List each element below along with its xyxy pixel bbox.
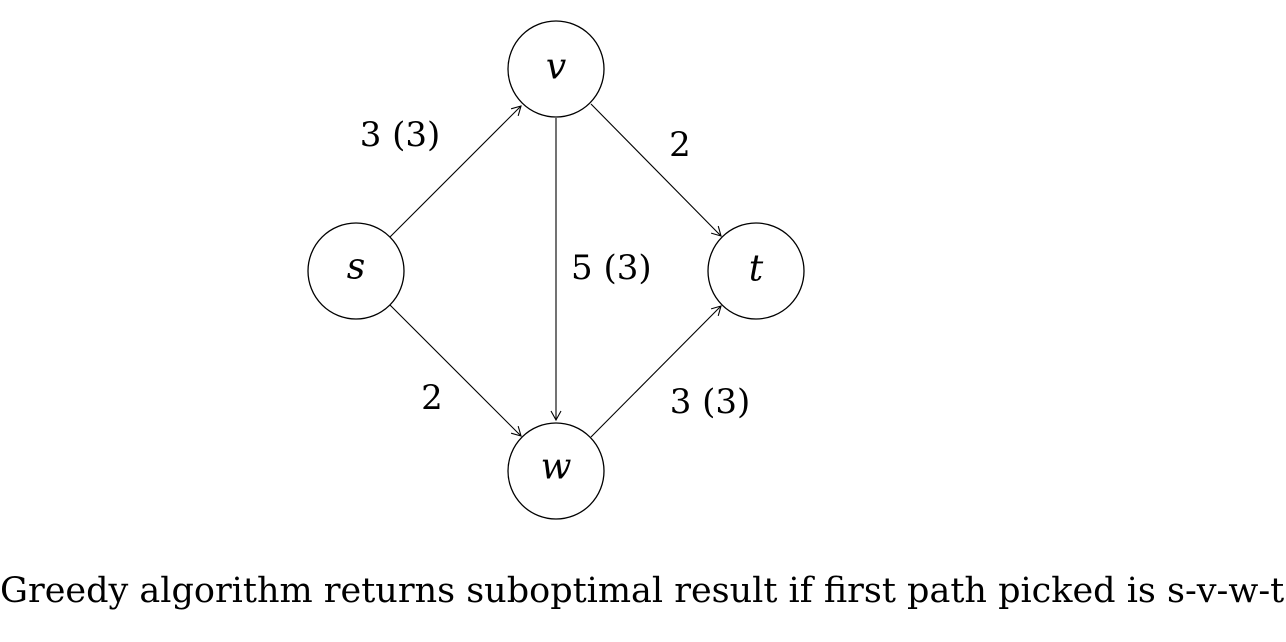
- node-v: v: [507, 20, 605, 118]
- edge-label-v-w: 5 (3): [571, 248, 652, 288]
- edge-s-w: [389, 304, 522, 437]
- node-t: t: [707, 222, 805, 320]
- edge-label-v-t: 2: [669, 125, 691, 165]
- node-w-circle: [507, 422, 605, 520]
- node-t-circle: [707, 222, 805, 320]
- edge-label-s-v: 3 (3): [360, 115, 441, 155]
- figure-caption: Greedy algorithm returns suboptimal resu…: [0, 571, 1286, 611]
- node-v-label: v: [546, 47, 566, 88]
- node-v-circle: [507, 20, 605, 118]
- node-t-label: t: [749, 249, 764, 290]
- edge-s-v: [389, 105, 522, 238]
- edge-v-t: [590, 103, 722, 237]
- edge-label-s-w: 2: [421, 378, 443, 418]
- edge-label-w-t: 3 (3): [670, 382, 751, 422]
- node-s: s: [307, 222, 405, 320]
- node-w: w: [507, 422, 605, 520]
- edge-w-t: [590, 305, 722, 438]
- node-w-label: w: [541, 447, 572, 488]
- node-s-label: s: [347, 247, 365, 288]
- node-s-circle: [307, 222, 405, 320]
